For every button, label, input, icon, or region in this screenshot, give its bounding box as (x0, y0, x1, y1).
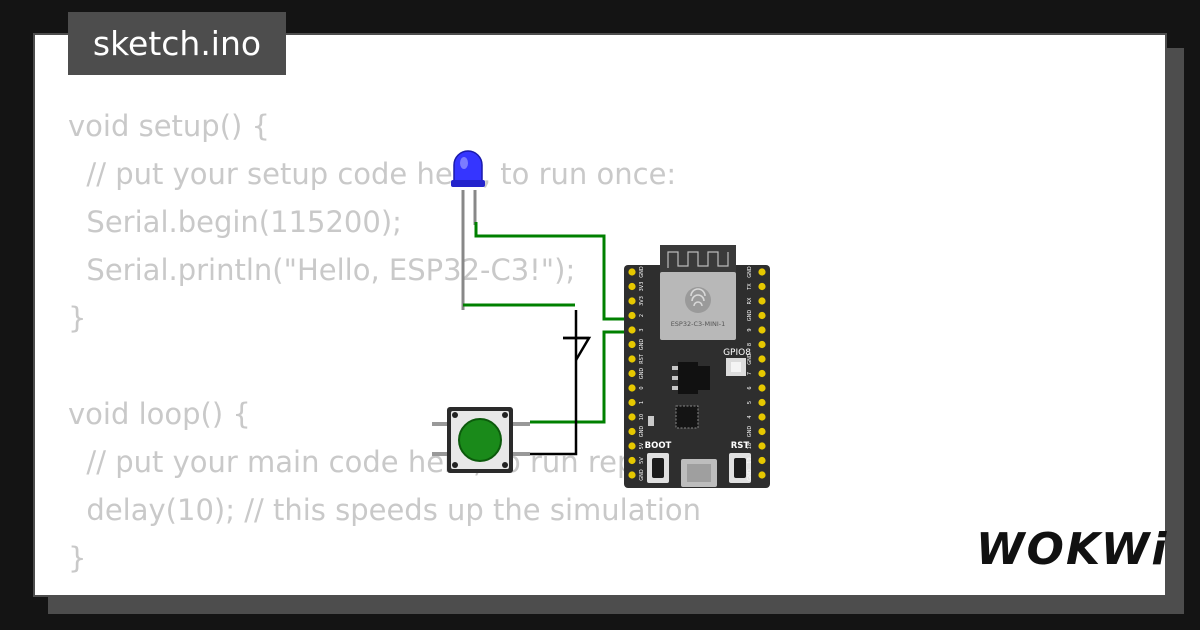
pin-label: 19 (747, 457, 753, 463)
pin-label: GND (639, 339, 645, 351)
left-pin-header (628, 268, 636, 479)
header-pin[interactable] (628, 456, 636, 465)
header-pin[interactable] (758, 326, 766, 334)
header-pin[interactable] (758, 398, 766, 407)
header-pin[interactable] (628, 398, 636, 407)
pin-label: 5V (639, 442, 645, 449)
pin-label: RST (639, 353, 645, 364)
esp32-c3-board[interactable]: ESP32-C3-MINI-1 GPIO8 BOOT RST (624, 245, 770, 488)
gpio8-label: GPIO8 (723, 348, 751, 358)
pin-label: 5 (747, 401, 753, 404)
header-pin[interactable] (758, 369, 766, 378)
header-pin[interactable] (758, 456, 766, 465)
header-pin[interactable] (758, 471, 766, 479)
pin-label: GND (747, 310, 753, 322)
pin-label: 10 (639, 414, 645, 420)
header-pin[interactable] (628, 282, 636, 291)
pin-label: 18 (747, 443, 753, 449)
pin-label: RX (747, 297, 753, 304)
pin-label: 8 (747, 343, 753, 346)
code-line: } (68, 541, 87, 575)
pin-label: 0 (639, 386, 645, 389)
code-line: Serial.println("Hello, ESP32-C3!"); (68, 253, 576, 287)
pin-label: GND (639, 266, 645, 278)
header-pin[interactable] (628, 297, 636, 305)
pin-label: 3V3 (639, 296, 645, 306)
pin-label: 5V (639, 457, 645, 464)
pin-label: GND (747, 266, 753, 278)
header-pin[interactable] (758, 384, 766, 392)
blue-led[interactable] (451, 150, 485, 310)
pin-label: GND (639, 368, 645, 380)
pin-label: GND (747, 469, 753, 481)
header-pin[interactable] (758, 413, 766, 421)
header-pin[interactable] (628, 340, 636, 349)
header-pin[interactable] (628, 471, 636, 479)
file-tab[interactable]: sketch.ino (68, 12, 286, 75)
pin-label: 3 (639, 328, 645, 331)
boot-label: BOOT (645, 441, 672, 451)
rst-button[interactable] (729, 453, 751, 483)
header-pin[interactable] (628, 427, 636, 436)
rst-label: RST (731, 441, 750, 451)
ground-wire (518, 310, 592, 456)
header-pin[interactable] (758, 355, 766, 363)
pin-label: 3V3 (639, 282, 645, 292)
header-pin[interactable] (628, 326, 636, 334)
boot-button[interactable] (647, 453, 669, 483)
pin-label: 1 (639, 401, 645, 404)
code-editor[interactable]: void setup() { // put your setup code he… (68, 102, 752, 582)
preview-card (33, 33, 1167, 597)
header-pin[interactable] (628, 384, 636, 392)
header-pin[interactable] (628, 355, 636, 363)
pin-label: GND (747, 426, 753, 438)
header-pin[interactable] (758, 311, 766, 320)
header-pin[interactable] (758, 282, 766, 291)
header-pin[interactable] (758, 297, 766, 305)
pin-label: 2 (639, 314, 645, 317)
code-line: void loop() { (68, 397, 251, 431)
header-pin[interactable] (758, 340, 766, 349)
header-pin[interactable] (758, 442, 766, 450)
code-line: Serial.begin(115200); (68, 205, 402, 239)
header-pin[interactable] (758, 427, 766, 436)
pin-label: 6 (747, 386, 753, 389)
code-line: // put your setup code here, to run once… (68, 157, 677, 191)
header-pin[interactable] (628, 268, 636, 276)
code-line: } (68, 301, 87, 335)
right-pin-header (758, 268, 766, 479)
module-label: ESP32-C3-MINI-1 (671, 320, 726, 328)
pin-label: 4 (747, 415, 753, 418)
header-pin[interactable] (628, 311, 636, 320)
pin-label: 9 (747, 328, 753, 331)
pin-label: TX (747, 283, 753, 291)
wokwi-logo: WOKWi (976, 524, 1169, 575)
code-line: void setup() { (68, 109, 270, 143)
usb-port (681, 459, 717, 487)
code-line: delay(10); // this speeds up the simulat… (68, 493, 702, 527)
pushbutton[interactable] (432, 407, 530, 473)
header-pin[interactable] (628, 442, 636, 450)
header-pin[interactable] (628, 369, 636, 378)
pin-label: GND (639, 426, 645, 438)
header-pin[interactable] (758, 268, 766, 276)
pin-label: GND (747, 353, 753, 365)
header-pin[interactable] (628, 413, 636, 421)
green-wires (463, 222, 630, 424)
pin-label: GND (639, 469, 645, 481)
pin-label: 7 (747, 372, 753, 375)
